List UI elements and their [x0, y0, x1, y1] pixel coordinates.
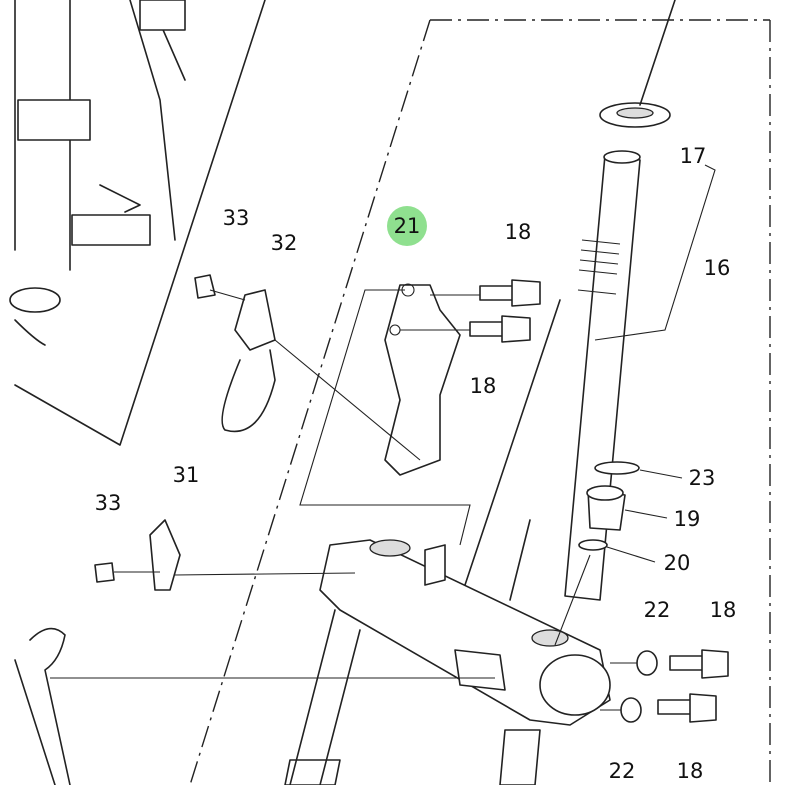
callout-20[interactable]: 20: [663, 551, 691, 575]
callout-32[interactable]: 32: [270, 231, 298, 255]
highlight-marker: [387, 206, 427, 246]
lower-bracket: [289, 539, 611, 785]
callout-18[interactable]: 18: [709, 598, 737, 622]
callout-18[interactable]: 18: [676, 759, 704, 783]
steering-stem: [459, 0, 676, 601]
callout-16[interactable]: 16: [703, 256, 731, 280]
part-21-bracket: [384, 284, 461, 476]
callout-31[interactable]: 31: [172, 463, 200, 487]
callout-19[interactable]: 19: [673, 507, 701, 531]
callout-18[interactable]: 18: [504, 220, 532, 244]
callout-17[interactable]: 17: [679, 144, 707, 168]
callout-22[interactable]: 22: [643, 598, 671, 622]
assembly-boundary: [189, 19, 771, 785]
bolts: [400, 279, 729, 723]
callout-18[interactable]: 18: [469, 374, 497, 398]
callout-22[interactable]: 22: [608, 759, 636, 783]
callout-23[interactable]: 23: [688, 466, 716, 490]
callout-33[interactable]: 33: [222, 206, 250, 230]
callout-21-highlighted[interactable]: 21: [393, 214, 421, 238]
callout-33[interactable]: 33: [94, 491, 122, 515]
fork-leg-upper: [9, 0, 266, 446]
